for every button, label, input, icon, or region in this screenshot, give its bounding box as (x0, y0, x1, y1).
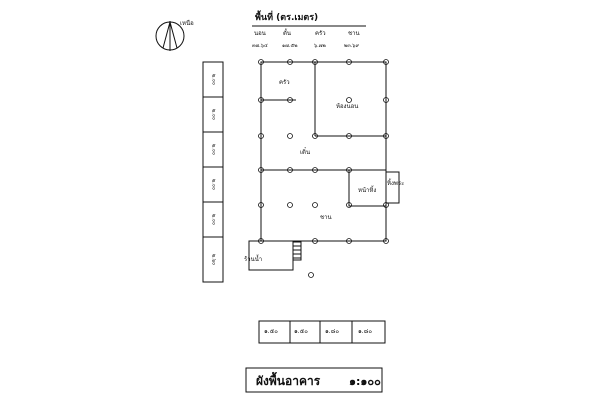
area-value: ๖.๗๒ (314, 43, 326, 49)
north-arrow-icon (155, 21, 185, 51)
area-table-title: พื้นที่ (ตร.เมตร) (255, 13, 319, 23)
room-label-porch: ชาน (320, 214, 332, 221)
area-header: นอน (254, 30, 266, 37)
room-label-terrace: เติ๋น (300, 149, 311, 156)
left-dim-label: ๒.๐๐ (210, 109, 217, 120)
area-header: ชาน (348, 30, 360, 37)
room-label-water: ร้านน้ำ (244, 256, 263, 263)
footer-title-box (245, 367, 383, 393)
left-dimension-strip (202, 61, 224, 283)
room-label-shrine: หน้าหิ้ง (358, 187, 377, 194)
bottom-dim-label: ๑.๘๐ (325, 328, 340, 335)
left-dim-label: ๒.๐๐ (210, 74, 217, 85)
left-dim-label: ๒.๐๐ (210, 144, 217, 155)
stairs (292, 241, 302, 261)
area-header: ตั้น (283, 30, 291, 37)
room-label-bedroom: ห้องนอน (336, 103, 359, 110)
posts (258, 59, 389, 278)
bottom-dimension-strip (258, 320, 386, 344)
left-dim-label: ๒.๐๐ (210, 179, 217, 190)
left-dim-label: ๒.๖๐ (210, 253, 217, 266)
shrine-extension (385, 171, 400, 204)
north-label: เหนือ (180, 20, 194, 27)
area-value: ๓๗.๖๔ (252, 43, 268, 49)
house-outline (260, 61, 387, 242)
bottom-dim-label: ๑.๕๐ (294, 328, 308, 335)
plan-title: ผังพื้นอาคาร (256, 374, 321, 388)
bottom-dim-label: ๑.๕๐ (264, 328, 278, 335)
left-dim-label: ๒.๐๐ (210, 214, 217, 225)
area-value: ๒๓.๖๙ (344, 43, 360, 49)
room-label-shrine-ext: หิ้งพระ (387, 180, 405, 187)
area-header: ครัว (315, 30, 326, 37)
bottom-dim-label: ๑.๘๐ (358, 328, 373, 335)
room-label-kitchen: ครัว (279, 79, 290, 86)
area-value: ๑๗.๕๒ (282, 43, 298, 49)
plan-scale: ๑:๑๐๐ (349, 375, 381, 388)
